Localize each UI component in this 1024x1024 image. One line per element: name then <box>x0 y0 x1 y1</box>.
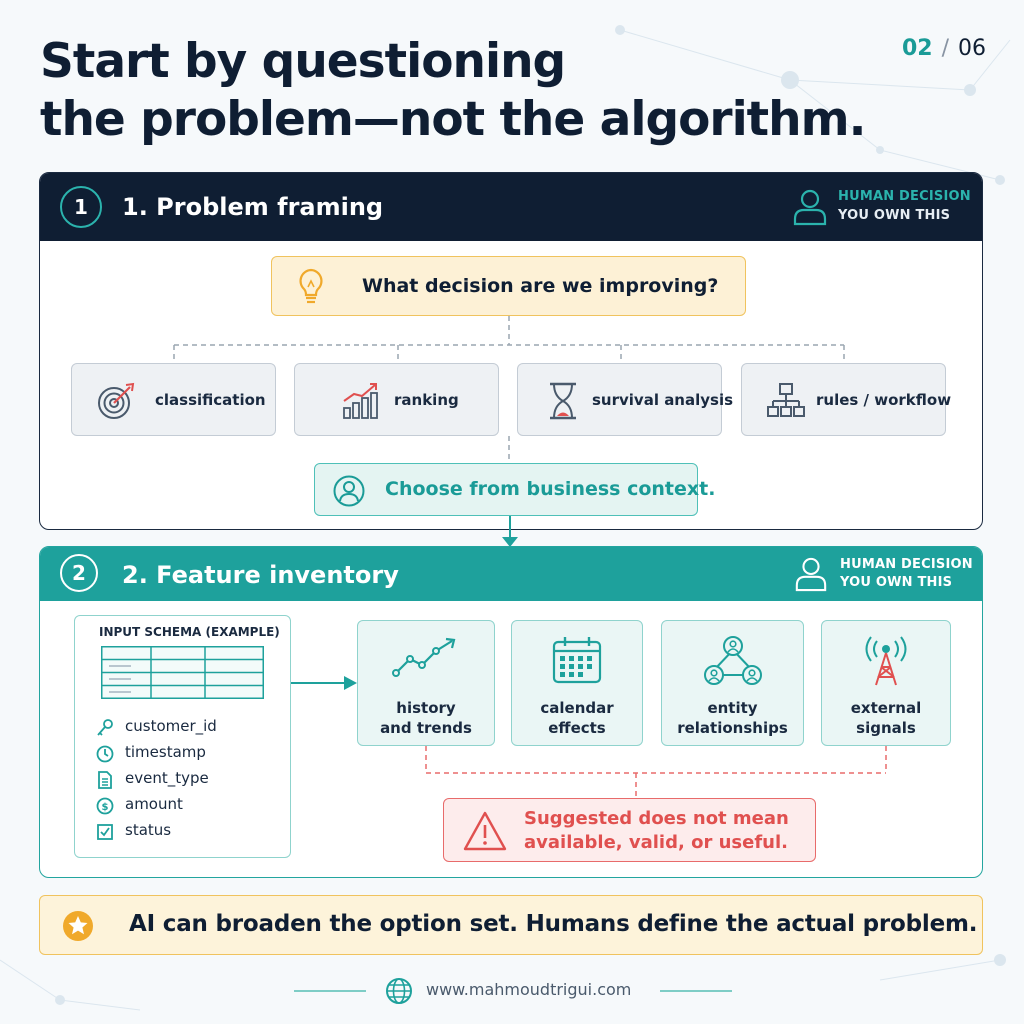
owner-label-line-2: YOU OWN THIS <box>840 575 953 590</box>
section-feature-inventory: 2 2. Feature inventory HUMAN DECISION YO… <box>39 546 983 878</box>
warning-triangle-icon <box>463 811 507 851</box>
feature-external-signals: external signals <box>821 620 951 746</box>
feature-label-line-2: effects <box>548 719 606 737</box>
business-context-text: Choose from business context. <box>385 478 716 500</box>
input-schema-panel: INPUT SCHEMA (EXAMPLE) customer_id <box>74 615 291 858</box>
warning-text-line-2: available, valid, or useful. <box>524 832 788 853</box>
feature-label-line-2: relationships <box>677 719 788 737</box>
globe-icon <box>386 978 412 1004</box>
warning-text-line-1: Suggested does not mean <box>524 808 789 829</box>
document-icon <box>98 771 112 789</box>
dollar-icon: $ <box>96 797 114 815</box>
key-question-box: What decision are we improving? <box>271 256 746 316</box>
business-context-box: Choose from business context. <box>314 463 715 516</box>
key-takeaway-banner: AI can broaden the option set. Humans de… <box>39 895 983 955</box>
feature-label-line-1: calendar <box>540 699 614 717</box>
section-problem-framing: 1 1. Problem framing HUMAN DECISION YOU … <box>39 172 983 530</box>
field-name: status <box>125 821 172 839</box>
field-name: event_type <box>125 769 209 787</box>
feature-calendar-effects: calendar effects <box>511 620 643 746</box>
svg-text:$: $ <box>102 802 109 813</box>
feature-label-line-1: history <box>396 699 456 717</box>
person-icon <box>793 189 827 226</box>
human-decision-tag: HUMAN DECISION YOU OWN THIS <box>794 554 973 594</box>
feature-label-line-1: external <box>850 699 922 717</box>
option-rules-workflow: rules / workflow <box>741 363 951 436</box>
step-number-badge: 1 <box>60 186 102 228</box>
option-label: classification <box>155 391 266 409</box>
option-classification: classification <box>71 363 276 436</box>
option-survival-analysis: survival analysis <box>517 363 733 436</box>
warning-callout: Suggested does not mean available, valid… <box>443 798 816 862</box>
human-decision-tag: HUMAN DECISION YOU OWN THIS <box>792 186 971 226</box>
page-total: 06 <box>958 36 987 61</box>
person-icon <box>795 557 827 592</box>
antenna-icon <box>865 636 907 686</box>
owner-label-line-1: HUMAN DECISION <box>838 189 971 204</box>
section-header: 2 2. Feature inventory HUMAN DECISION YO… <box>40 547 982 601</box>
feature-label-line-1: entity <box>707 699 758 717</box>
key-icon <box>97 719 113 736</box>
checkbox-icon <box>97 824 113 840</box>
option-ranking: ranking <box>294 363 499 436</box>
person-circle-icon <box>333 475 365 507</box>
section-title: 1. Problem framing <box>122 193 384 221</box>
option-label: rules / workflow <box>816 391 952 409</box>
feature-label-line-2: and trends <box>380 719 472 737</box>
target-icon <box>98 382 135 419</box>
field-name: amount <box>125 795 183 813</box>
lightbulb-icon <box>299 268 323 304</box>
connector-lines <box>173 316 845 529</box>
owner-label-line-2: YOU OWN THIS <box>838 208 951 223</box>
section-header: 1 1. Problem framing HUMAN DECISION YOU … <box>40 173 982 241</box>
feature-label-line-2: signals <box>856 719 916 737</box>
website-link[interactable]: www.mahmoudtrigui.com <box>426 980 632 999</box>
key-takeaway-text: AI can broaden the option set. Humans de… <box>129 911 978 937</box>
feature-entity-relationships: entity relationships <box>661 620 804 746</box>
footer-divider-right <box>660 990 732 992</box>
network-icon <box>703 636 762 685</box>
page-title-line-1: Start by questioning <box>40 34 566 89</box>
hourglass-icon <box>550 382 576 420</box>
option-label: ranking <box>394 391 459 409</box>
page-current: 02 <box>902 36 933 61</box>
field-name: customer_id <box>125 717 217 735</box>
clock-icon <box>96 745 114 763</box>
workflow-icon <box>767 383 805 417</box>
trend-line-icon <box>392 637 456 677</box>
field-name: timestamp <box>125 743 206 761</box>
feature-history-trends: history and trends <box>357 620 495 746</box>
star-badge-icon <box>63 911 93 941</box>
owner-label-line-1: HUMAN DECISION <box>840 557 973 572</box>
bar-chart-trend-icon <box>343 383 378 419</box>
schema-title: INPUT SCHEMA (EXAMPLE) <box>99 625 280 639</box>
page-title-line-2: the problem—not the algorithm. <box>40 92 866 147</box>
table-grid-icon <box>101 646 264 699</box>
calendar-icon <box>552 637 602 684</box>
option-label: survival analysis <box>592 391 734 409</box>
page-counter: 02 / 06 <box>902 36 986 61</box>
page-separator: / <box>941 36 950 61</box>
step-number-badge: 2 <box>60 554 98 592</box>
footer-divider-left <box>294 990 366 992</box>
key-question-text: What decision are we improving? <box>362 275 719 297</box>
section-arrow-icon <box>502 528 518 547</box>
connector-lines <box>291 676 887 798</box>
section-title: 2. Feature inventory <box>122 561 399 589</box>
